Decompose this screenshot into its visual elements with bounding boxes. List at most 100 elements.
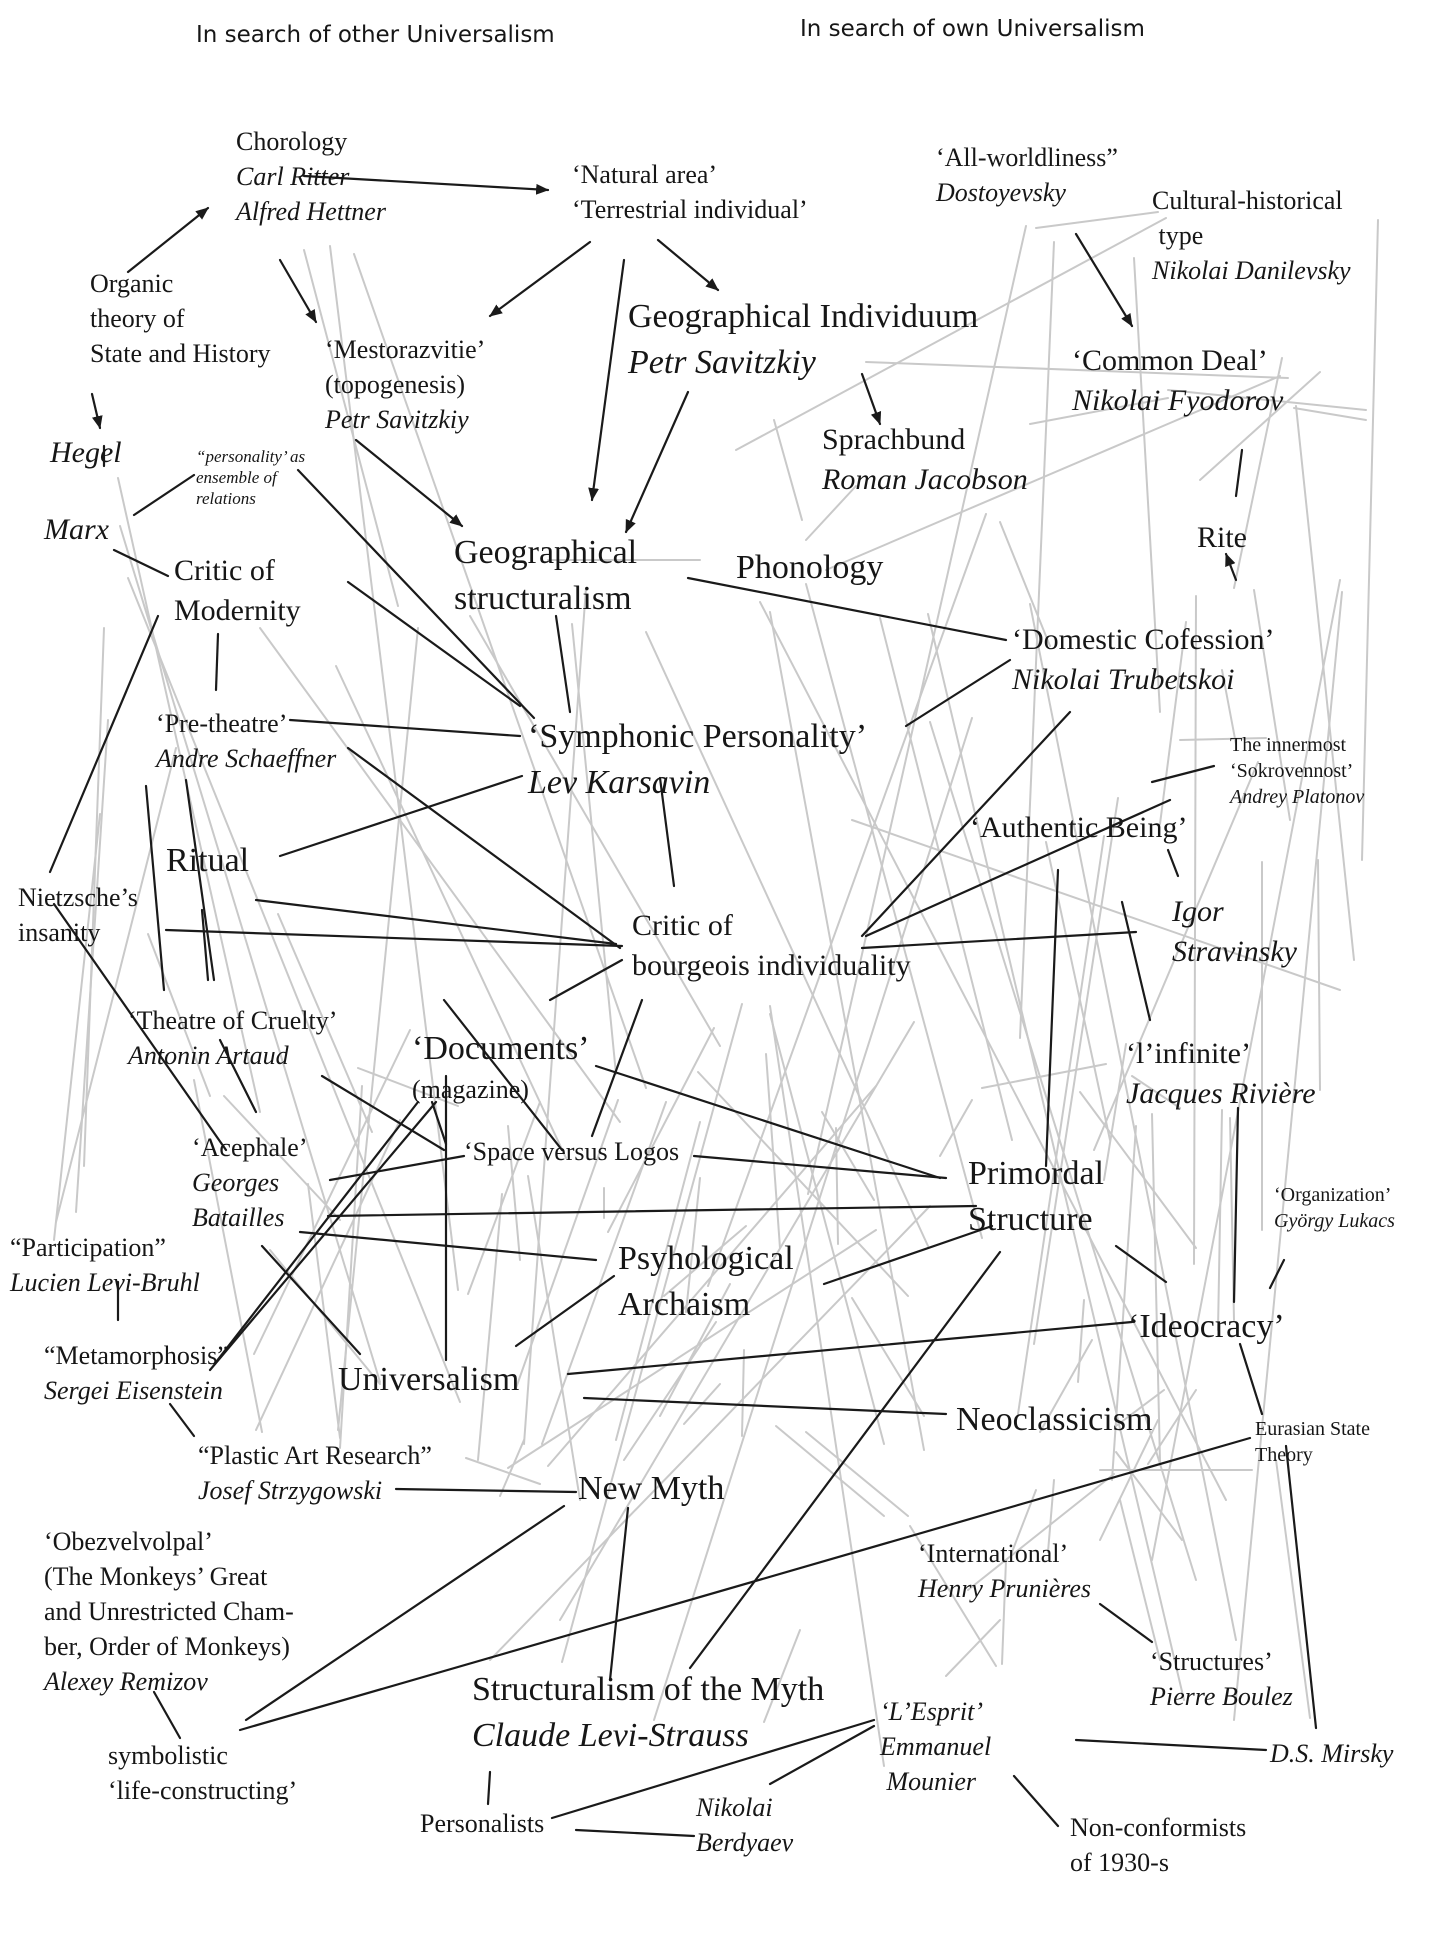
grey-connector: [75, 719, 109, 1213]
black-connector: [112, 548, 170, 578]
black-connector: [296, 468, 536, 720]
node-infinite: ‘l’infinite’ Jacques Rivière: [1126, 1034, 1316, 1114]
black-connector: [288, 718, 522, 738]
node-chorology: Chorology Carl Ritter Alfred Hettner: [236, 124, 386, 229]
black-connector: [686, 576, 1008, 642]
node-title: (topogenesis): [325, 370, 466, 399]
node-title: ‘Ideocracy’: [1128, 1308, 1285, 1345]
black-connector: [658, 776, 676, 888]
arrow-connector: [278, 258, 318, 324]
black-connector: [346, 746, 622, 950]
grey-connector: [945, 1619, 1001, 1677]
black-connector: [48, 614, 160, 874]
header-other-universalism: In search of other Universalism: [196, 20, 555, 50]
node-title: ‘Mestorazvitie’: [325, 335, 486, 364]
node-symphonic-personality: ‘Symphonic Personality’ Lev Karsavin: [528, 714, 867, 806]
grey-connector: [477, 1193, 503, 1461]
black-connector: [326, 1204, 978, 1218]
node-structures-boulez: ‘Structures’ Pierre Boulez: [1150, 1644, 1293, 1714]
node-author: Andre Schaeffner: [156, 744, 337, 773]
arrow-connector: [1074, 232, 1134, 328]
node-ideocracy: ‘Ideocracy’: [1128, 1304, 1285, 1350]
node-author: Petr Savitzkiy: [628, 344, 816, 381]
node-title: Structuralism of the Myth: [472, 1671, 825, 1708]
grey-connector: [1275, 1459, 1311, 1719]
header-own-universalism: In search of own Universalism: [800, 14, 1145, 44]
grey-connector: [127, 577, 461, 1403]
black-connector: [1268, 1258, 1286, 1290]
grey-connector: [1131, 1075, 1181, 1109]
grey-connector: [1221, 669, 1237, 745]
node-all-worldliness: ‘All-worldliness” Dostoyevsky: [936, 140, 1118, 210]
node-title: Nietzsche’s: [18, 883, 138, 912]
grey-connector: [465, 1457, 541, 1485]
grey-connector: [353, 253, 647, 1089]
node-title: theory of: [90, 304, 185, 333]
grey-connector: [735, 217, 1167, 451]
grey-connector: [337, 627, 419, 1431]
node-title: Geographical: [454, 534, 638, 571]
grey-connector: [645, 631, 929, 1247]
black-connector: [132, 473, 196, 517]
grey-connector: [1029, 603, 1237, 1641]
grey-connector: [685, 1177, 701, 1313]
grey-connector: [741, 1349, 745, 1437]
node-title: ber, Order of Monkeys): [44, 1632, 290, 1661]
grey-connector: [967, 1473, 1115, 1591]
node-title: Neoclassicism: [956, 1401, 1153, 1438]
node-organization: ‘Organization’ György Lukacs: [1274, 1182, 1395, 1234]
grey-connector: [1047, 1479, 1055, 1553]
node-participation: “Participation” Lucien Levi-Bruhl: [10, 1230, 200, 1300]
node-title: Cultural-historical: [1152, 186, 1343, 215]
node-symbolistic-life-constructing: symbolistic ‘life-constructing’: [108, 1738, 297, 1808]
black-connector: [214, 1100, 420, 1364]
black-connector: [328, 1154, 466, 1182]
black-connector: [594, 1064, 942, 1180]
node-common-deal: ‘Common Deal’ Nikolai Fyodorov: [1072, 341, 1283, 421]
node-author: Jacques Rivière: [1126, 1077, 1316, 1110]
black-connector: [442, 998, 564, 1152]
node-author: Dostoyevsky: [936, 178, 1066, 207]
node-author: Igor: [1172, 895, 1224, 928]
grey-connector: [763, 1629, 801, 1723]
grey-connector: [769, 1005, 885, 1767]
black-connector: [1074, 1738, 1268, 1752]
arrow-connector: [354, 438, 464, 528]
node-title: Rite: [1197, 521, 1247, 554]
grey-connector: [223, 1095, 341, 1221]
black-connector: [1284, 1444, 1318, 1730]
grey-connector: [1093, 761, 1259, 1151]
node-title: insanity: [18, 918, 101, 947]
node-psyhological-archaism: Psyhological Archaism: [618, 1236, 794, 1328]
grey-connector: [1039, 1339, 1093, 1433]
grey-connector: [339, 1085, 363, 1449]
grey-connector: [607, 1027, 715, 1233]
node-author: Batailles: [192, 1203, 285, 1232]
node-title: Sprachbund: [822, 423, 966, 456]
node-title: ‘Organization’: [1274, 1184, 1392, 1206]
grey-connector: [981, 1063, 1107, 1089]
grey-connector: [663, 1225, 747, 1297]
arrow-connector: [860, 372, 882, 426]
header-text: In search of other Universalism: [196, 22, 555, 48]
node-phonology: Phonology: [736, 545, 883, 591]
node-title: ‘Symphonic Personality’: [528, 718, 868, 755]
grey-connector: [773, 419, 803, 521]
black-connector: [346, 580, 522, 708]
node-space-versus-logos: ‘Space versus Logos: [464, 1134, 679, 1169]
node-marx: Marx: [44, 510, 109, 550]
node-title: symbolistic: [108, 1741, 228, 1770]
node-title: Marx: [44, 513, 109, 546]
node-author: Nikolai: [696, 1793, 773, 1822]
node-title: ‘life-constructing’: [108, 1776, 298, 1805]
node-title: ‘L’Esprit’: [880, 1697, 984, 1726]
grey-connector: [1033, 797, 1119, 1345]
node-personalists: Personalists: [420, 1806, 544, 1841]
node-personality-ensemble: “personality’ as ensemble of relations: [196, 446, 305, 509]
node-title: ‘Pre-theatre’: [156, 709, 288, 738]
node-author: Sergei Eisenstein: [44, 1376, 223, 1405]
node-title: ‘Common Deal’: [1072, 344, 1268, 377]
black-connector: [1234, 448, 1244, 498]
node-title: Eurasian State: [1255, 1418, 1370, 1440]
